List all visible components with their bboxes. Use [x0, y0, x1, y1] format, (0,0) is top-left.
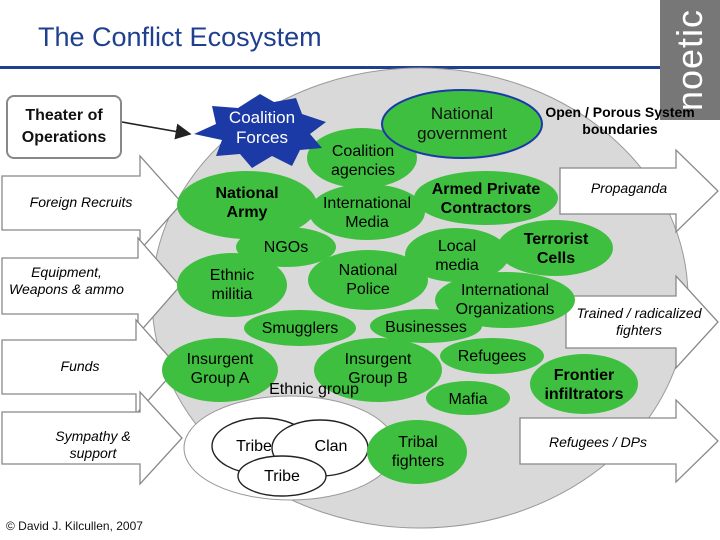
frontier-blob — [530, 354, 638, 414]
tribal-fighters-blob — [367, 420, 467, 484]
businesses-label: Businesses — [385, 319, 467, 336]
title-underline — [0, 66, 660, 69]
input-arrow-funds — [1, 318, 179, 416]
smugglers-label: Smugglers — [261, 320, 339, 337]
input-label-equipment: Equipment, Weapons & ammo — [9, 264, 124, 297]
armed-contractors-blob — [414, 171, 558, 225]
refugees-blob — [440, 338, 544, 374]
ethnic-group-label: Ethnic group — [269, 381, 359, 398]
businesses-blob — [370, 309, 482, 343]
coalition-forces-label: Coalition Forces — [228, 108, 296, 148]
international-orgs-blob — [435, 272, 575, 328]
noetic-logo: noetic — [660, 0, 720, 120]
ngos-blob — [236, 227, 336, 267]
output-arrow-fighters — [565, 274, 719, 370]
terrorist-cells-blob — [497, 220, 613, 276]
national-army-blob — [177, 171, 317, 239]
tribe-1-label: Tribe — [236, 438, 272, 455]
output-label-refugees: Refugees / DPs — [548, 434, 648, 450]
output-label-fighters: Trained / radicalized fighters — [576, 305, 702, 338]
coalition-agencies-label: Coalition agencies — [330, 143, 396, 180]
input-arrow-recruits — [1, 154, 183, 252]
frontier-label: Frontier infiltrators — [544, 367, 624, 404]
input-arrow-equipment — [1, 236, 181, 336]
insurgent-a-blob — [162, 338, 278, 402]
national-government-blob — [381, 89, 543, 159]
output-arrow-refugees — [519, 398, 719, 484]
international-media-label: International Media — [322, 195, 412, 232]
mafia-label: Mafia — [448, 391, 488, 408]
national-army-label: National Army — [215, 185, 279, 222]
international-media-blob — [309, 184, 425, 240]
coalition-agencies-blob — [307, 128, 417, 188]
input-label-recruits: Foreign Recruits — [29, 194, 133, 210]
output-label-propaganda: Propaganda — [590, 180, 668, 196]
tribal-fighters-label: Tribal fighters — [391, 434, 445, 471]
theater-of-operations-box: Theater of Operations — [6, 95, 122, 159]
open-porous-label: Open / Porous System boundaries — [545, 104, 695, 137]
ngos-label: NGOs — [263, 239, 309, 256]
input-arrow-sympathy — [1, 390, 183, 486]
terrorist-cells-label: Terrorist Cells — [523, 231, 589, 268]
clan-label: Clan — [314, 438, 348, 455]
coalition-forces-star — [194, 94, 326, 168]
armed-contractors-label: Armed Private Contractors — [431, 181, 541, 218]
refugees-label: Refugees — [457, 348, 527, 365]
theater-label: Theater of Operations — [21, 107, 107, 146]
local-media-blob — [405, 228, 509, 282]
output-arrow-propaganda — [559, 148, 719, 234]
tribe-2-ellipse — [237, 455, 327, 497]
tribe-2-label: Tribe — [264, 468, 300, 485]
slide-title: The Conflict Ecosystem — [38, 22, 322, 52]
mafia-blob — [426, 381, 510, 415]
input-label-sympathy: Sympathy & support — [55, 428, 131, 461]
national-government-label: National government — [417, 104, 507, 144]
local-media-label: Local media — [435, 238, 479, 275]
insurgent-b-blob — [314, 338, 442, 402]
national-police-blob — [308, 250, 428, 310]
international-orgs-label: International Organizations — [455, 282, 555, 319]
ethnic-militia-label: Ethnic militia — [209, 267, 255, 304]
smugglers-blob — [244, 310, 356, 346]
credit-text: © David J. Kilcullen, 2007 — [6, 519, 143, 533]
theater-pointer — [121, 121, 192, 140]
national-police-label: National Police — [338, 262, 398, 299]
input-label-funds: Funds — [60, 358, 100, 374]
insurgent-b-label: Insurgent Group B — [344, 351, 412, 388]
insurgent-a-label: Insurgent Group A — [186, 351, 254, 388]
ethnic-militia-blob — [177, 253, 287, 317]
